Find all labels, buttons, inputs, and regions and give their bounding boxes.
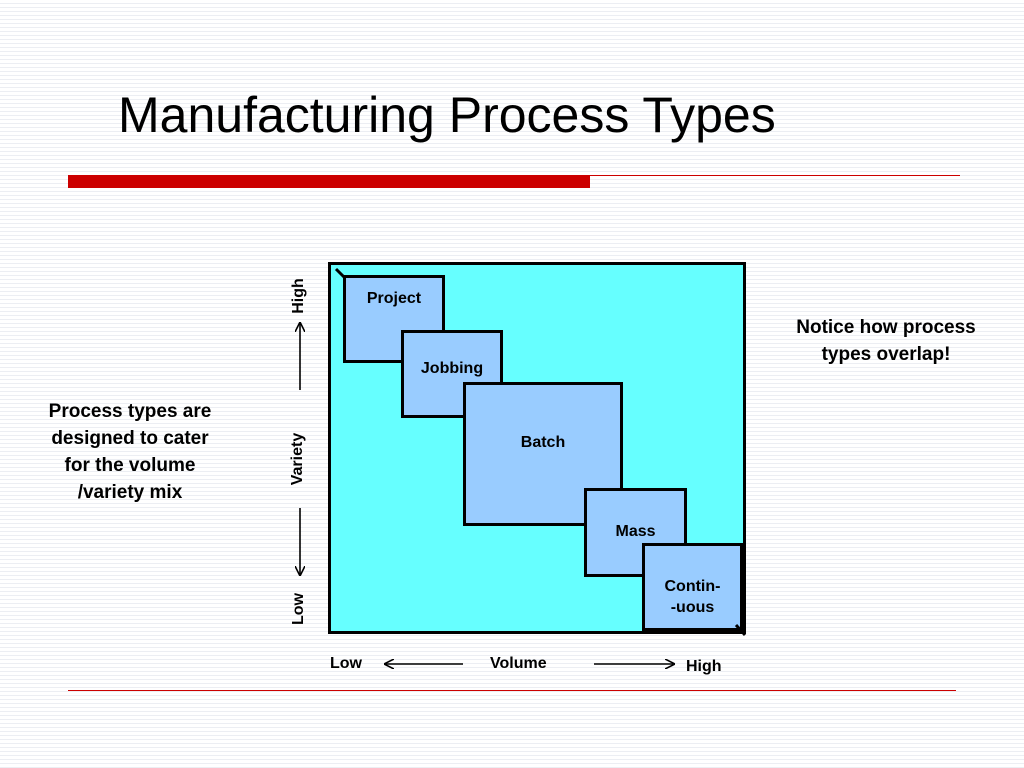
- project-box: [343, 275, 445, 363]
- project-label: Project: [366, 290, 422, 307]
- footer-divider-line: [68, 690, 956, 691]
- batch-label: Batch: [520, 434, 566, 451]
- diagonal-tick-bottom: [734, 623, 747, 637]
- y-axis-low-label: Low: [290, 593, 307, 625]
- diagonal-tick-top: [334, 267, 347, 280]
- title-accent-bar: [68, 175, 590, 188]
- x-axis-title: Volume: [490, 655, 547, 672]
- y-axis-title: Variety: [289, 432, 306, 486]
- continuous-box: [642, 543, 743, 631]
- y-axis-high-label: High: [290, 278, 307, 314]
- right-note: Notice how process types overlap!: [796, 317, 976, 365]
- jobbing-label: Jobbing: [420, 360, 484, 377]
- x-axis-high-label: High: [686, 658, 722, 675]
- mass-label: Mass: [615, 523, 656, 540]
- slide-title: Manufacturing Process Types: [118, 87, 776, 143]
- process-matrix: Project Jobbing Batch Mass Contin- -uous: [328, 262, 746, 634]
- x-axis-low-label: Low: [330, 655, 362, 672]
- left-note: Process types are designed to cater for …: [48, 401, 212, 503]
- title-divider-line: [590, 175, 960, 176]
- continuous-label: Contin- -uous: [664, 578, 721, 616]
